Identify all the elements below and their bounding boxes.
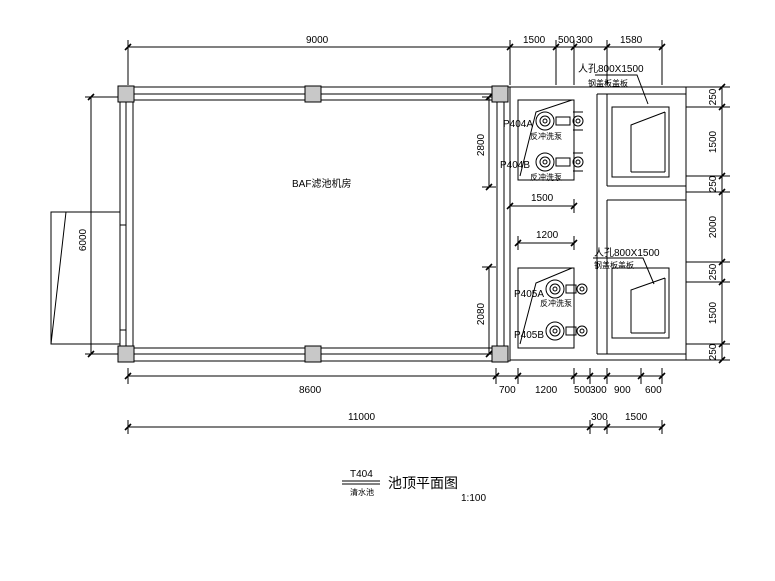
dim-inner-2080: 2080	[476, 302, 487, 325]
dim-bottom-8600: 8600	[299, 385, 322, 396]
pump-label-p404a: P404A	[503, 119, 533, 130]
dim-right-250-d: 250	[708, 343, 719, 360]
pump-p405a	[545, 279, 588, 299]
dim-inner-1500: 1500	[531, 193, 554, 204]
dim-bottom-500: 500	[574, 385, 591, 396]
pump-label-p404b: P404B	[500, 160, 530, 171]
title-scale: 1:100	[461, 493, 486, 504]
pump-note-p404a: 反冲洗泵	[530, 131, 562, 141]
pump-p404a	[535, 111, 584, 131]
dim-inner-2800: 2800	[476, 133, 487, 156]
column-tm	[304, 85, 322, 103]
dim-top-1580: 1580	[620, 35, 643, 46]
pump-label-p405b: P405B	[514, 330, 544, 341]
dim-bottom-11000: 11000	[348, 412, 376, 423]
dim-right-1500-a: 1500	[708, 130, 719, 153]
title-main: 池顶平面图	[388, 475, 458, 491]
column-bm	[304, 345, 322, 363]
baf-room-label: BAF滤池机房	[292, 177, 351, 190]
hatch-top-note: 钢盖板盖板	[588, 78, 628, 88]
baf-room-outer	[119, 86, 511, 362]
hatch-bottom-label: 人孔800X1500	[594, 247, 660, 259]
baf-room-inner	[125, 93, 505, 355]
column-tr	[491, 85, 509, 103]
hatch-bottom-note: 钢盖板盖板	[594, 260, 634, 270]
dim-bottom-700: 700	[499, 385, 516, 396]
hatch-top	[611, 106, 670, 178]
dim-bottom2-1500: 1500	[625, 412, 648, 423]
dim-bottom-600: 600	[645, 385, 662, 396]
column-tl	[117, 85, 135, 103]
dim-right-250-b: 250	[708, 175, 719, 192]
dim-right-1500-b: 1500	[708, 301, 719, 324]
pump-base-p404	[517, 99, 575, 181]
dim-bottom2-300: 300	[591, 412, 608, 423]
dim-right-2000: 2000	[708, 215, 719, 238]
title-code: T404	[350, 469, 373, 480]
column-bl	[117, 345, 135, 363]
pump-base-p405	[517, 267, 575, 349]
dim-bottom-300: 300	[590, 385, 607, 396]
pump-p405b	[545, 321, 588, 341]
dim-top-500: 500	[558, 35, 575, 46]
column-br	[491, 345, 509, 363]
dim-right-250-a: 250	[708, 88, 719, 105]
title-sub: 清水池	[350, 487, 374, 497]
pump-note-p405a: 反冲洗泵	[540, 298, 572, 308]
hatch-top-label: 人孔800X1500	[578, 63, 644, 75]
pump-zone-outline	[510, 86, 687, 361]
dim-bottom-1200: 1200	[535, 385, 558, 396]
pump-label-p405a: P405A	[514, 289, 544, 300]
hatch-bottom	[611, 267, 670, 339]
dim-inner-1200: 1200	[536, 230, 559, 241]
dim-right-250-c: 250	[708, 263, 719, 280]
dim-top-1500: 1500	[523, 35, 546, 46]
pump-p404b	[535, 152, 584, 172]
dim-top-300: 300	[576, 35, 593, 46]
dim-bottom-900: 900	[614, 385, 631, 396]
dim-top-9000: 9000	[306, 35, 329, 46]
pump-note-p404b: 反冲洗泵	[530, 172, 562, 182]
dim-left-6000: 6000	[78, 228, 89, 251]
